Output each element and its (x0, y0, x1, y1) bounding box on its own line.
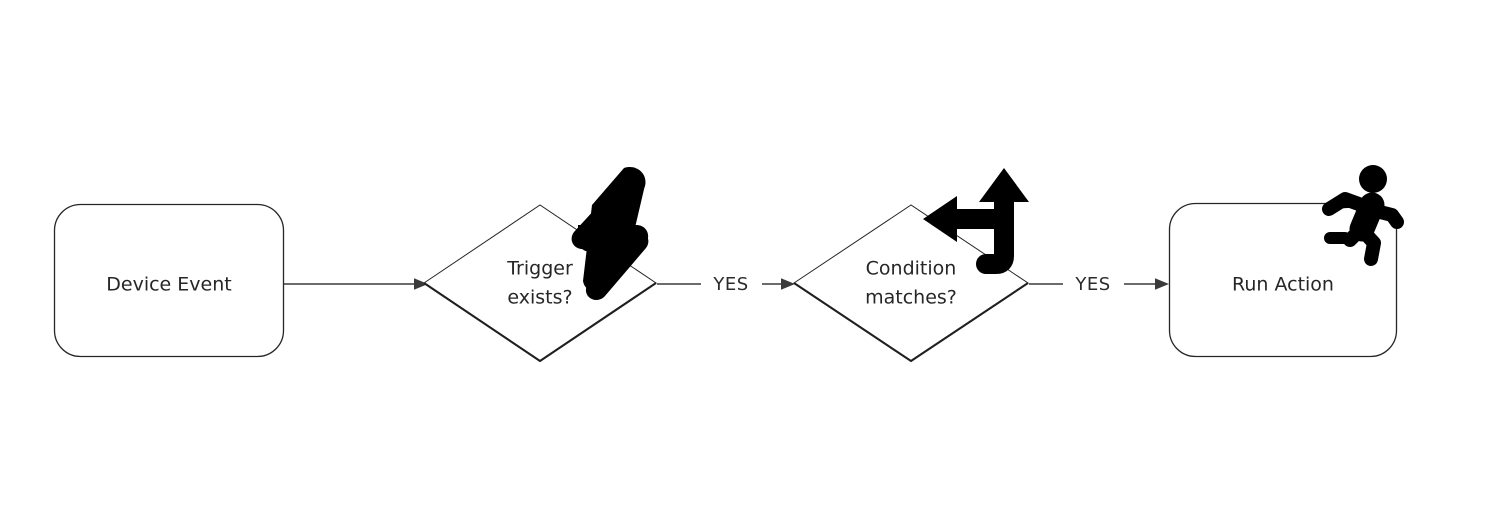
lightning-bolt-icon (571, 167, 649, 300)
device-event-label: Device Event (106, 274, 231, 296)
trigger-exists-shape-bottom-edges (423, 282, 657, 363)
edge-condition-to-run-action: YES (1029, 274, 1169, 295)
edge-2-label: YES (712, 274, 748, 295)
condition-matches-shape-bottom-edges (793, 282, 1029, 363)
trigger-exists-label-line1: Trigger (506, 258, 573, 280)
run-action-label: Run Action (1232, 274, 1334, 296)
node-device-event[interactable]: Device Event (53, 203, 285, 358)
branch-arrow-shaft-elbow (976, 238, 1014, 274)
device-event-shape[interactable] (53, 203, 285, 358)
edge-2-arrowhead (781, 278, 795, 290)
trigger-exists-label-line2: exists? (507, 287, 572, 309)
edge-3-arrowhead (1155, 278, 1169, 290)
node-condition-matches[interactable]: Condition matches? (793, 204, 1029, 363)
running-person-rear-leg (1343, 223, 1367, 247)
branch-arrow-icon (923, 168, 1029, 274)
edge-1-arrowhead (414, 278, 428, 290)
condition-matches-label-line1: Condition (866, 258, 957, 280)
running-person-front-leg (1356, 224, 1381, 266)
running-person-head (1359, 165, 1387, 193)
running-person-rear-arm (1322, 192, 1374, 216)
running-person-front-arm (1369, 204, 1404, 229)
running-person-icon (1322, 165, 1404, 266)
condition-matches-label-line2: matches? (865, 287, 957, 309)
edge-3-label: YES (1074, 274, 1110, 295)
branch-arrow-up-head (979, 168, 1029, 210)
edge-trigger-to-condition: YES (657, 274, 795, 295)
lightning-bolt-upper-stroke (583, 167, 646, 292)
branch-arrow-left-head (923, 196, 966, 242)
edge-device-event-to-trigger (284, 278, 428, 290)
